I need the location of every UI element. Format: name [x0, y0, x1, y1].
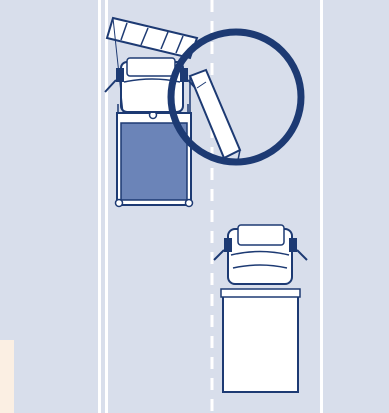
left-shoulder — [0, 340, 14, 413]
right-lane-line — [320, 0, 323, 413]
truck-b-trailer — [221, 289, 300, 392]
truck-b — [214, 225, 307, 392]
